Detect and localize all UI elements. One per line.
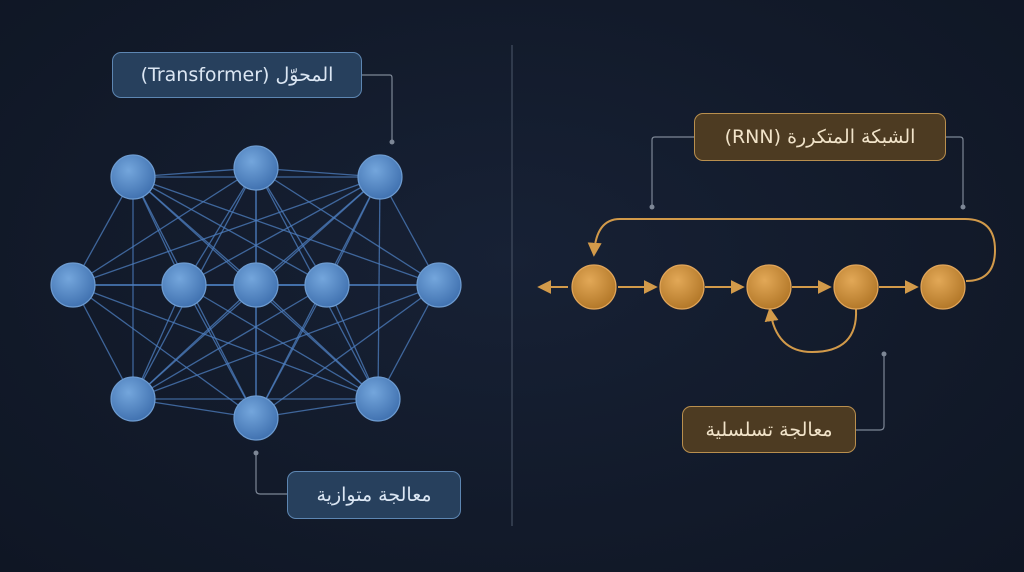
caption-leader-dot — [253, 450, 259, 456]
transformer-caption-label: معالجة متوازية — [287, 471, 461, 519]
rnn-caption-leader-dot — [881, 351, 887, 357]
rnn-title-leader-left — [651, 136, 694, 205]
transformer-edge — [132, 176, 328, 286]
transformer-edge — [72, 284, 257, 419]
transformer-edge — [183, 284, 257, 419]
rnn-hidden-loop — [764, 307, 858, 354]
rnn-node — [571, 264, 617, 310]
transformer-edge — [377, 176, 381, 400]
transformer-edge — [255, 167, 440, 286]
transformer-title-label: المحوّل (Transformer) — [112, 52, 362, 98]
transformer-node — [110, 154, 156, 200]
transformer-node — [233, 395, 279, 441]
transformer-edge — [72, 167, 257, 286]
rnn-recurrent-loop — [587, 218, 997, 282]
rnn-nodes — [571, 264, 966, 310]
transformer-edge — [183, 176, 381, 286]
transformer-node — [357, 154, 403, 200]
transformer-edge — [255, 284, 328, 419]
rnn-node — [833, 264, 879, 310]
rnn-node — [920, 264, 966, 310]
transformer-node — [233, 262, 279, 308]
rnn-node — [746, 264, 792, 310]
transformer-node — [50, 262, 96, 308]
transformer-edge — [132, 284, 440, 400]
rnn-title-leader-left-dot — [649, 204, 655, 210]
transformer-edge — [72, 284, 379, 400]
transformer-node — [110, 376, 156, 422]
title-leader-dot — [389, 139, 395, 145]
rnn-node — [659, 264, 705, 310]
transformer-node — [355, 376, 401, 422]
transformer-edge — [183, 167, 257, 286]
transformer-edge — [132, 284, 257, 400]
transformer-node — [161, 262, 207, 308]
transformer-edge — [183, 284, 379, 400]
transformer-edge — [255, 284, 440, 419]
rnn-title-leader-right-dot — [960, 204, 966, 210]
rnn-chain — [537, 218, 997, 354]
rnn-caption-leader-line — [856, 356, 885, 431]
transformer-leader-lines — [253, 74, 395, 495]
transformer-edge — [72, 176, 381, 286]
transformer-edge — [132, 284, 328, 400]
rnn-leader-lines — [649, 136, 966, 431]
transformer-node — [416, 262, 462, 308]
transformer-node — [233, 145, 279, 191]
transformer-nodes — [50, 145, 462, 441]
title-leader-line — [362, 74, 393, 140]
transformer-node — [304, 262, 350, 308]
caption-leader-line — [255, 455, 287, 495]
transformer-edge — [255, 284, 379, 400]
rnn-title-label: الشبكة المتكررة (RNN) — [694, 113, 946, 161]
transformer-edge — [132, 176, 440, 286]
rnn-title-leader-right — [946, 136, 964, 205]
rnn-caption-label: معالجة تسلسلية — [682, 406, 856, 453]
